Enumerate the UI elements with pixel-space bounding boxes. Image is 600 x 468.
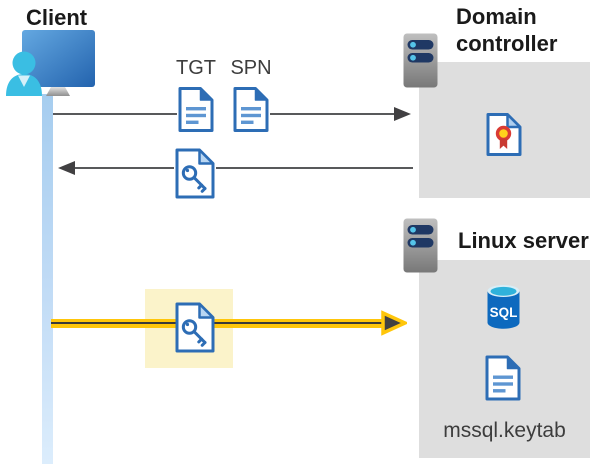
auth-arrow-core: [51, 321, 385, 325]
tgt-document-icon: [178, 87, 214, 132]
response-arrow-line-right: [216, 167, 413, 169]
response-arrow-head: [58, 161, 75, 175]
request-arrow-line-right: [270, 113, 394, 115]
response-arrow-line-left: [75, 167, 174, 169]
linux-server-label: Linux server: [458, 228, 589, 253]
tgt-label: TGT: [176, 57, 216, 79]
request-arrow-line-left: [53, 113, 177, 115]
domain-controller-server-icon: [403, 33, 438, 88]
linux-server-server-icon: [403, 218, 438, 273]
client-icon: [6, 30, 95, 96]
request-arrow-head: [394, 107, 411, 121]
auth-arrow-head: [381, 310, 407, 336]
spn-document-icon: [233, 87, 269, 132]
key-ticket-icon-highlighted: [175, 302, 215, 353]
sql-badge-text: SQL: [490, 305, 518, 320]
sql-database-icon: SQL: [487, 285, 520, 329]
spn-label: SPN: [230, 57, 272, 79]
auth-arrow: [51, 310, 407, 336]
keytab-document-icon: [485, 355, 521, 401]
client-label: Client: [26, 5, 88, 30]
client-timeline: [42, 94, 53, 464]
certificate-icon: [486, 113, 522, 156]
key-ticket-icon: [175, 148, 215, 199]
keytab-label: mssql.keytab: [443, 419, 566, 442]
domain-controller-label: Domain controller: [456, 4, 558, 56]
